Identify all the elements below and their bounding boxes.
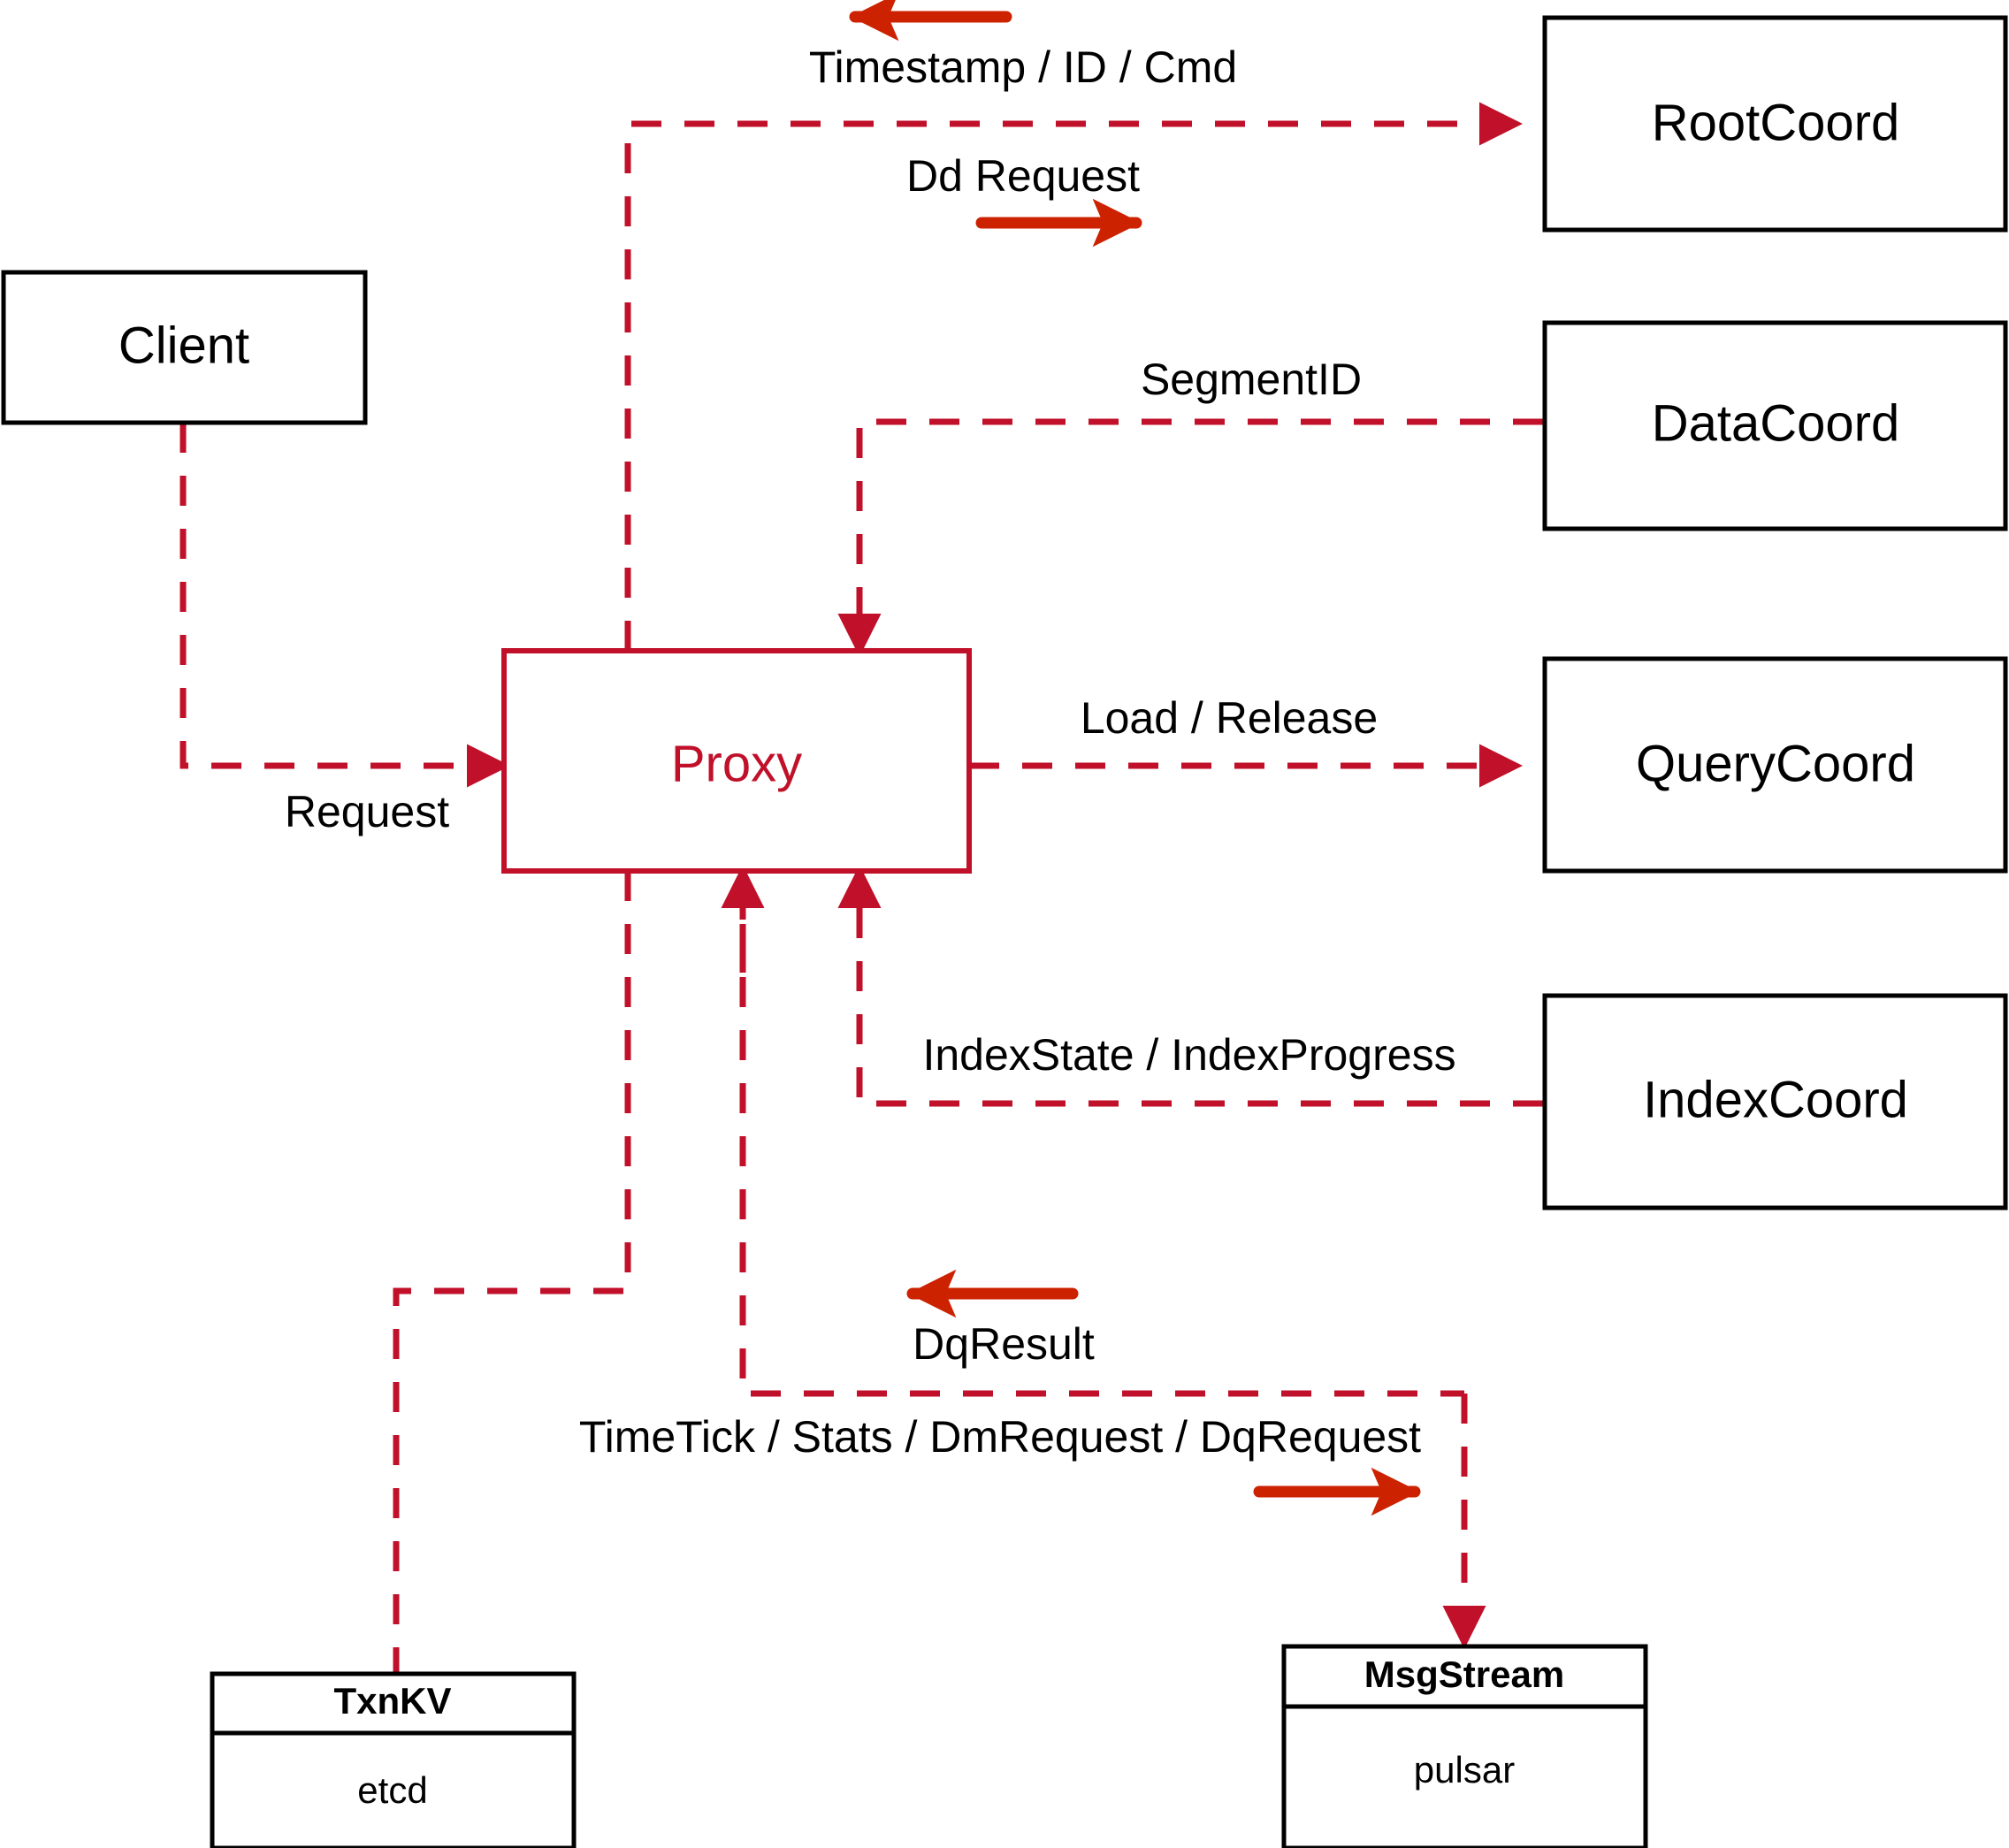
edge-label-dd-request: Dd Request	[906, 151, 1140, 201]
edge-indexcoord-proxy	[837, 865, 1543, 1107]
node-client-label: Client	[118, 317, 249, 374]
edge-label-load-release: Load / Release	[1081, 693, 1378, 743]
node-querycoord-label: QueryCoord	[1636, 735, 1915, 792]
edge-proxy-txnkv	[393, 871, 631, 1674]
edge-datacoord-proxy	[837, 418, 1543, 657]
edge-label-segmentid: SegmentID	[1141, 355, 1362, 404]
edge-label-request: Request	[285, 787, 449, 836]
node-indexcoord-label: IndexCoord	[1643, 1071, 1908, 1128]
node-querycoord-box[interactable]	[1542, 656, 2008, 874]
node-rootcoord-box[interactable]	[1542, 15, 2008, 233]
edge-label-index-state: IndexState / IndexProgress	[922, 1030, 1455, 1080]
edge-client-proxy	[180, 423, 510, 788]
node-proxy-label: Proxy	[671, 735, 802, 792]
node-indexcoord-box[interactable]	[1542, 993, 2008, 1210]
edge-label-dq-result: DqResult	[913, 1319, 1095, 1369]
edge-label-timetick-stats: TimeTick / Stats / DmRequest / DqRequest	[579, 1412, 1421, 1462]
node-txnkv-box[interactable]	[210, 1671, 577, 1848]
edge-proxy-rootcoord	[624, 102, 1523, 651]
edge-proxy-msgstream	[739, 871, 1464, 1397]
node-msgstream-box[interactable]	[1281, 1644, 1648, 1848]
node-proxy-box[interactable]	[501, 648, 972, 874]
node-txnkv-title: TxnKV	[333, 1680, 451, 1722]
node-client-box[interactable]	[1, 270, 368, 425]
node-msgstream-sublabel: pulsar	[1414, 1749, 1515, 1791]
node-txnkv-sublabel: etcd	[357, 1769, 427, 1811]
node-rootcoord-label: RootCoord	[1652, 94, 1899, 151]
edge-label-timestamp-id-cmd: Timestamp / ID / Cmd	[809, 42, 1237, 92]
node-msgstream-title: MsgStream	[1364, 1653, 1564, 1695]
node-datacoord-box[interactable]	[1542, 320, 2008, 531]
node-datacoord-label: DataCoord	[1652, 394, 1899, 452]
